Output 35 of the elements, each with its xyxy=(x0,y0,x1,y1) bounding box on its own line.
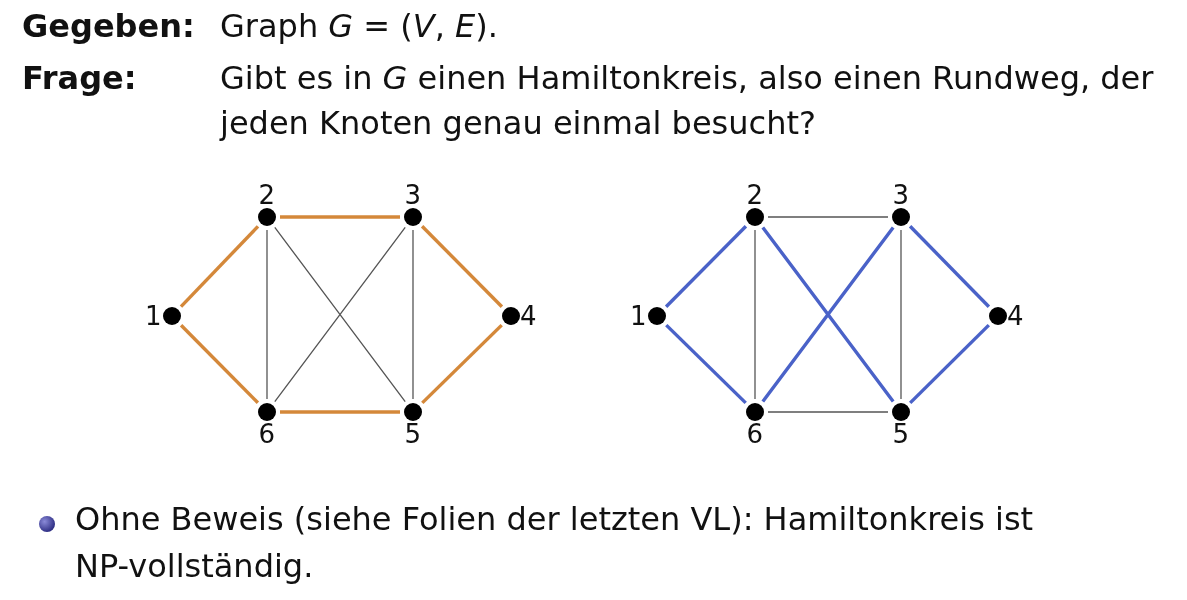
vertex-number: 6 xyxy=(258,422,276,446)
graph-edge xyxy=(421,323,503,405)
graph-edge xyxy=(900,229,902,400)
heading-label: Frage: xyxy=(22,58,137,99)
bullet-text: Ohne Beweis (siehe Folien der letzten VL): Hamiltonkreis ist NP-vollständig. xyxy=(75,499,1035,587)
graph-edge xyxy=(908,225,991,308)
graph-edge xyxy=(420,225,504,308)
vertex-number: 3 xyxy=(404,183,422,207)
graph-edge xyxy=(767,216,889,218)
body-text: Graph G = (V, E). xyxy=(220,6,498,46)
vertex-number: 2 xyxy=(746,183,764,207)
graph-edge xyxy=(664,225,748,308)
body-text: Gibt es in G einen Hamiltonkreis, also einen Rundweg, der jeden Knoten genau einmal besucht? xyxy=(220,58,1155,144)
vertex-number: 6 xyxy=(746,422,764,446)
graph-edge xyxy=(280,215,400,219)
vertex-number: 5 xyxy=(404,422,422,446)
graph-edge xyxy=(266,229,268,400)
vertex-number: 5 xyxy=(892,422,910,446)
graph-edge xyxy=(767,411,889,413)
vertex-number: 1 xyxy=(145,304,162,328)
graph-edge xyxy=(179,225,260,308)
vertex-number: 1 xyxy=(630,304,647,328)
graph-edge xyxy=(280,410,400,414)
crossing-edges xyxy=(761,225,895,404)
graph-edge xyxy=(909,323,990,405)
heading-label: Gegeben: xyxy=(22,6,195,46)
graph-edge xyxy=(665,323,747,405)
graph-edge xyxy=(179,324,260,404)
graph-edge xyxy=(412,229,414,400)
graph-edge xyxy=(754,229,756,400)
vertex-number: 4 xyxy=(520,304,537,328)
crossing-edges xyxy=(274,226,406,403)
vertex-number: 4 xyxy=(1007,304,1024,328)
vertex-number: 2 xyxy=(258,183,276,207)
vertex-number: 3 xyxy=(892,183,910,207)
